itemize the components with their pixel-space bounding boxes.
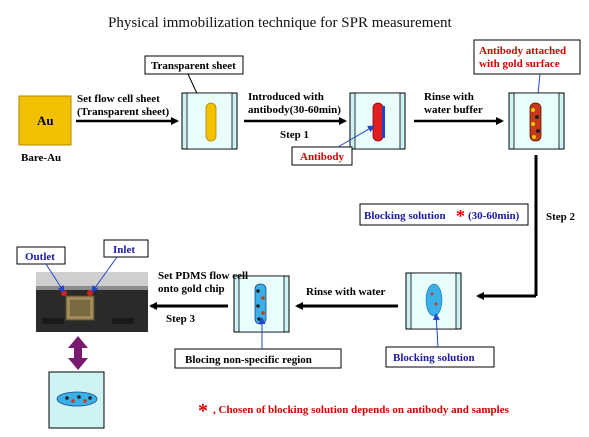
rinse-water-label: Rinse with water — [306, 286, 386, 298]
set-flow-cell-line1: Set flow cell sheet — [77, 93, 160, 105]
blocking-region-label: Blocing non-specific region — [185, 354, 312, 366]
step3-label: Step 3 — [166, 313, 196, 325]
outlet-callout — [16, 246, 66, 265]
flow-cell-panel-6 — [48, 371, 105, 429]
spr-instrument-photo — [36, 272, 148, 332]
blocking-time-label: (30-60min) — [468, 210, 520, 222]
introduced-line2: antibody(30-60min) — [248, 104, 341, 116]
bare-au-label: Bare-Au — [21, 152, 61, 164]
flow-cell-panel-3 — [508, 92, 565, 150]
note-asterisk: * — [198, 400, 208, 422]
antibody-attached-callout — [473, 39, 581, 75]
inlet-label: Inlet — [113, 244, 135, 256]
blocking-solution-top-label: Blocking solution — [364, 210, 446, 222]
antibody-pointer — [337, 125, 375, 148]
purple-double-arrow — [68, 336, 88, 370]
bare-au-chip — [18, 95, 72, 146]
antibody-attached-line2: with gold surface — [479, 58, 560, 70]
step1-label: Step 1 — [280, 129, 309, 141]
blocking-region-callout — [174, 348, 342, 369]
rinse-buffer-line1: Rinse with — [424, 91, 474, 103]
note-label: , Chosen of blocking solution depends on… — [213, 404, 510, 416]
transparent-sheet-label: Transparent sheet — [151, 60, 236, 72]
asterisk-mark: * — [456, 206, 465, 226]
au-label: Au — [37, 113, 54, 128]
blocking-solution-callout — [359, 203, 529, 226]
antibody-attached-line1: Antibody attached — [479, 45, 566, 57]
blocking-solution-bottom-callout — [385, 346, 495, 368]
outlet-label: Outlet — [25, 251, 55, 263]
flow-cell-panel-1 — [181, 92, 238, 150]
set-pdms-line2: onto gold chip — [158, 283, 225, 295]
flow-cell-panel-2 — [349, 92, 406, 150]
blocking-solution-pointer — [432, 313, 440, 348]
antibody-callout — [291, 146, 353, 166]
inlet-pointer — [91, 256, 118, 293]
set-pdms-line1: Set PDMS flow cell — [158, 270, 248, 282]
step2-label: Step 2 — [546, 211, 576, 223]
introduced-line1: Introduced with — [248, 91, 324, 103]
set-flow-cell-line2: (Transparent sheet) — [77, 106, 170, 118]
rinse-buffer-line2: water buffer — [424, 104, 483, 116]
inlet-callout — [103, 239, 149, 258]
transparent-sheet-callout — [144, 55, 244, 75]
diagram-title: Physical immobilization technique for SP… — [108, 15, 453, 31]
antibody-callout-label: Antibody — [300, 151, 345, 163]
flow-cell-panel-4 — [405, 272, 462, 330]
blocking-solution-bottom-label: Blocking solution — [393, 352, 475, 364]
outlet-pointer — [45, 263, 65, 293]
